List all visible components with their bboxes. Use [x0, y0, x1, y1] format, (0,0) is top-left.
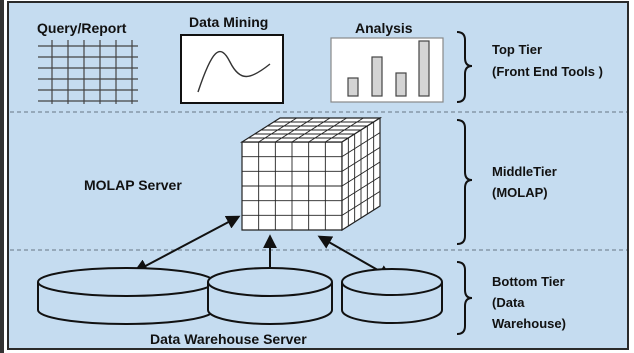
query-report-grid-icon — [38, 40, 138, 104]
bottom-tier-subtitle-1: (Data — [492, 295, 525, 310]
middle-tier-subtitle: (MOLAP) — [492, 185, 548, 200]
molap-server-label: MOLAP Server — [84, 177, 182, 193]
bottom-tier-subtitle-2: Warehouse) — [492, 316, 566, 331]
arrow-cube-to-left-db — [133, 215, 241, 273]
analysis-label: Analysis — [355, 20, 413, 36]
bottom-tier-title: Bottom Tier — [492, 274, 565, 289]
top-tier-brace — [456, 31, 473, 103]
molap-cube-icon — [239, 116, 383, 232]
database-cylinder-middle — [207, 267, 333, 325]
middle-tier-brace — [456, 119, 473, 245]
query-report-label: Query/Report — [37, 20, 127, 36]
data-mining-chart-icon — [180, 34, 284, 104]
cube-grid-line — [341, 190, 381, 216]
database-cylinder-left — [37, 267, 215, 325]
data-mining-label: Data Mining — [189, 14, 269, 30]
database-cylinder-right — [341, 268, 443, 324]
top-tier-title: Top Tier — [492, 42, 543, 57]
bottom-tier-brace — [456, 261, 473, 335]
left-border — [0, 0, 4, 353]
middle-tier-title: MiddleTier — [492, 164, 557, 179]
top-tier-subtitle: (Front End Tools ) — [492, 64, 603, 79]
analysis-bar-chart-icon — [330, 37, 444, 103]
data-warehouse-server-label: Data Warehouse Server — [150, 331, 307, 347]
